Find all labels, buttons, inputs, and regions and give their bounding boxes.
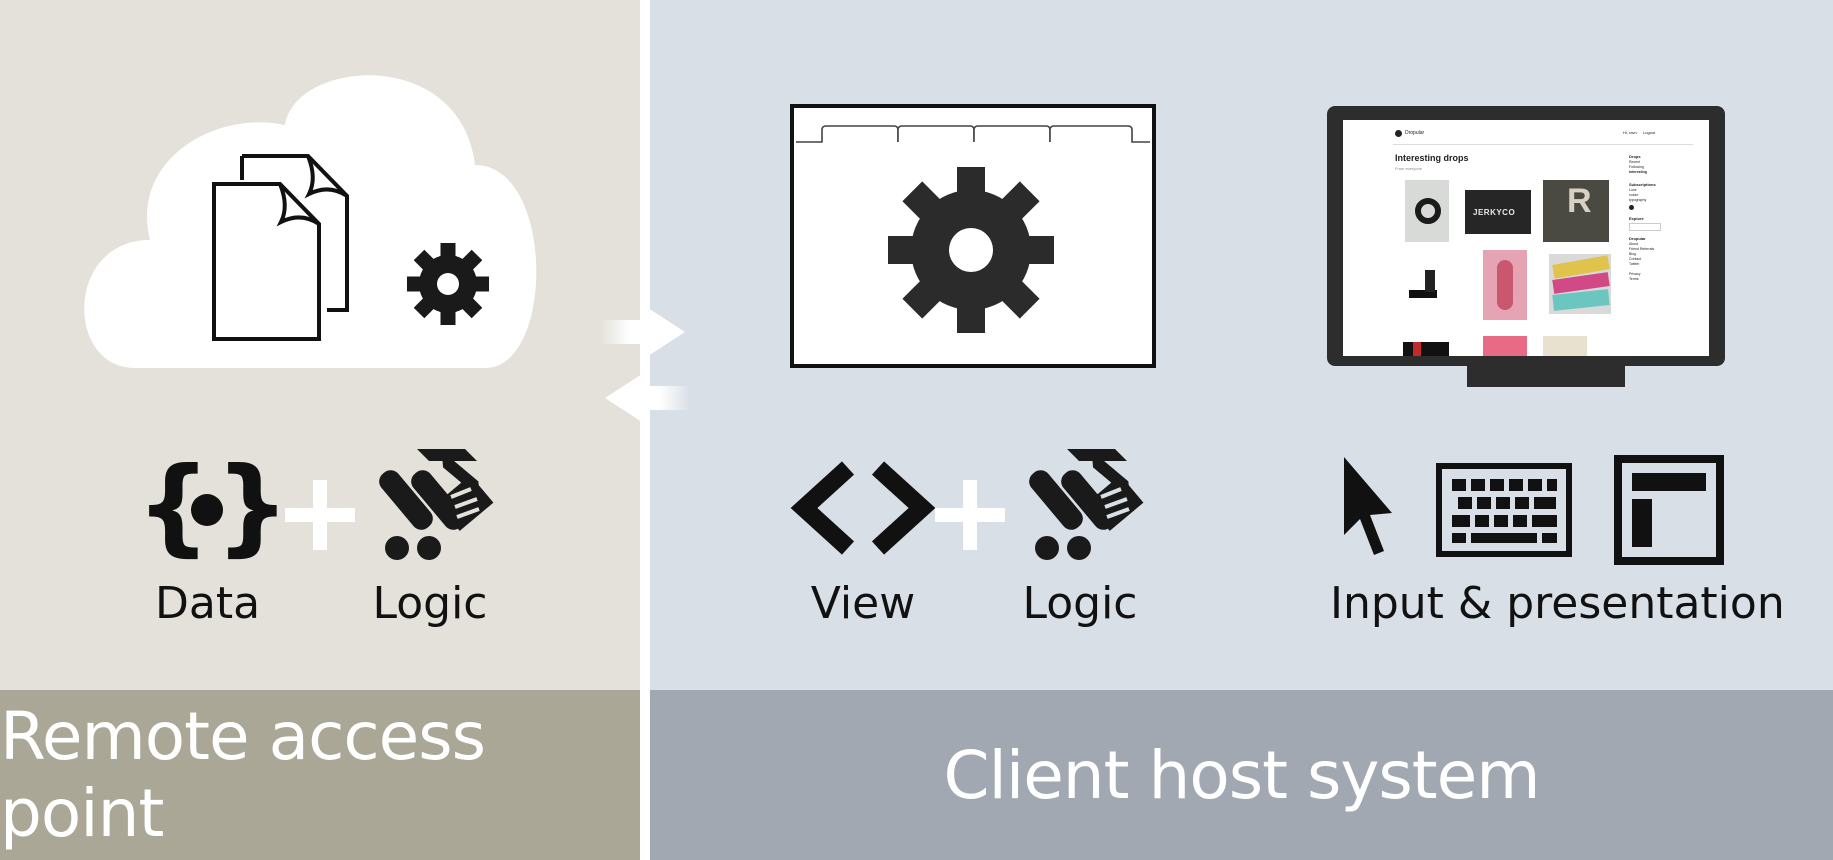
plus-icon-right: [935, 480, 1005, 550]
record-disc: [1415, 198, 1441, 224]
sidebar-item-recent[interactable]: Recent: [1629, 160, 1641, 164]
thumbnail-beige[interactable]: [1543, 336, 1587, 356]
bw-shape-2: [1425, 270, 1435, 292]
thumbnail-tickets[interactable]: [1549, 254, 1611, 314]
header-rule: [1393, 144, 1693, 145]
gear-icon-large: [888, 167, 1054, 333]
sidebar-item-terms[interactable]: Terms: [1629, 277, 1639, 281]
sidebar-add-icon[interactable]: [1629, 205, 1634, 210]
thumbnail-bw[interactable]: [1405, 260, 1445, 306]
sidebar-item-blog[interactable]: Blog: [1629, 252, 1637, 256]
documents-icon: [212, 154, 349, 341]
sidebar-title-drops: Drops: [1629, 154, 1641, 159]
layout-icon: [1614, 455, 1724, 565]
remote-access-title: Remote access point: [0, 698, 486, 852]
thumbnail-figure[interactable]: [1483, 250, 1527, 320]
panel-divider: [640, 0, 650, 860]
sidebar-title-subscriptions: Subscriptions: [1629, 182, 1656, 187]
thumbnail-pink[interactable]: [1483, 336, 1527, 356]
sidebar-title-dropular: Dropular: [1629, 236, 1646, 241]
client-host-title: Client host system: [943, 736, 1540, 814]
sidebar-search-input[interactable]: [1629, 223, 1661, 231]
sidebar-item-referrals[interactable]: Friend Referrals: [1629, 247, 1655, 251]
sidebar-item-love[interactable]: Love: [1629, 188, 1637, 192]
client-host-footer: Client host system: [650, 690, 1833, 860]
page-subheading: From everyone: [1395, 166, 1422, 171]
sidebar-item-colour[interactable]: colour: [1629, 193, 1639, 197]
braces-dot-icon: { }: [136, 445, 290, 567]
red-accent: [1413, 342, 1421, 356]
sync-arrows-icon: [600, 308, 690, 422]
cursor-icon: [1344, 457, 1392, 555]
sidebar-item-privacy[interactable]: Privacy: [1629, 272, 1641, 276]
gear-icon: [407, 243, 489, 325]
remote-access-footer: Remote access point: [0, 690, 640, 860]
page-heading: Interesting drops: [1395, 153, 1469, 163]
nav-item-user[interactable]: Hi, ravn: [1623, 130, 1637, 135]
sidebar-item-contact[interactable]: Contact: [1629, 257, 1642, 261]
logic-label-left: Logic: [372, 578, 488, 629]
sidebar-item-interesting[interactable]: Interesting: [1629, 170, 1647, 174]
bw-shape: [1409, 290, 1437, 298]
keyboard-icon: [1436, 463, 1572, 557]
app-name: Dropular: [1405, 130, 1425, 136]
angle-brackets-icon: [790, 461, 936, 555]
app-logo: [1395, 130, 1402, 137]
sidebar-title-explore: Explore: [1629, 216, 1644, 221]
nav-item-logout[interactable]: Logout: [1643, 130, 1656, 135]
sidebar-item-typography[interactable]: typography: [1629, 198, 1647, 202]
sidebar-item-about[interactable]: About: [1629, 242, 1639, 246]
view-label: View: [810, 578, 916, 629]
figure-shape: [1497, 260, 1513, 310]
sidebar-item-following[interactable]: Following: [1629, 165, 1644, 169]
scroll-code-icon-right: [1029, 449, 1144, 560]
plus-icon: [285, 480, 355, 550]
sidebar-item-twitter[interactable]: Twitter: [1629, 262, 1640, 266]
svg-text:}: }: [215, 445, 290, 567]
thumbnail-jerkyco[interactable]: JERKYCO: [1465, 190, 1531, 234]
thumbnail-letter-text: R: [1567, 182, 1592, 220]
thumbnail-red[interactable]: [1403, 342, 1449, 356]
scroll-code-icon: [379, 449, 494, 560]
thumbnail-record[interactable]: [1405, 180, 1449, 242]
data-label: Data: [154, 578, 261, 629]
thumbnail-text: JERKYCO: [1473, 208, 1516, 217]
monitor-screen: Dropular Hi, ravn Logout Interesting dro…: [1343, 120, 1709, 356]
logic-label-right: Logic: [1022, 578, 1138, 629]
thumbnail-letter[interactable]: R: [1543, 180, 1609, 242]
input-presentation-label: Input & presentation: [1330, 578, 1785, 629]
